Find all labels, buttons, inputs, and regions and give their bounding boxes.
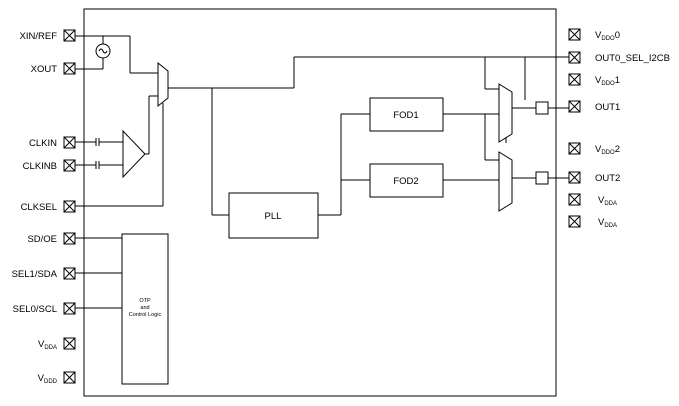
pin-box-sdoe: [63, 232, 76, 245]
pin-box-xout: [63, 62, 76, 75]
left-pin-boxes: [63, 29, 76, 384]
output-driver-1: [535, 101, 549, 115]
output-mux-2: [498, 151, 513, 212]
pin-label-vdda-left: VDDA: [38, 339, 57, 351]
pin-label-clkinb: CLKINB: [23, 161, 57, 172]
pin-label-sel1-sda: SEL1/SDA: [12, 269, 58, 280]
diff-amp-icon: [122, 129, 146, 179]
pin-box-xin: [63, 29, 76, 42]
chip-outline: [83, 8, 557, 397]
clock-input-buffer: [75, 95, 158, 179]
pin-label-vddo0: VDDO0: [595, 30, 620, 42]
fod1-label: FOD1: [393, 110, 418, 121]
pin-label-clksel: CLKSEL: [21, 202, 57, 213]
pin-box-vddd: [63, 371, 76, 384]
pin-box-out1: [568, 100, 581, 113]
pin-box-clkinb: [63, 159, 76, 172]
right-pin-boxes: [568, 28, 581, 228]
pin-label-vdda-right-a: VDDA: [598, 195, 617, 207]
pin-box-vdda-left: [63, 337, 76, 350]
otp-label-line2: and: [140, 305, 149, 311]
pin-box-vdda-right-b: [568, 215, 581, 228]
pin-label-clkin: CLKIN: [29, 138, 57, 149]
output-driver-2: [535, 171, 549, 185]
pin-label-vdda-right-b: VDDA: [598, 217, 617, 229]
pin-label-sel0-scl: SEL0/SCL: [13, 304, 57, 315]
pin-label-out0-sel-i2cb: OUT0_SEL_I2CB: [595, 53, 670, 64]
pin-label-vddd: VDDD: [38, 373, 58, 385]
crystal-circuit: [75, 35, 158, 74]
pin-box-vddo2: [568, 142, 581, 155]
pin-box-vddo0: [568, 28, 581, 41]
pin-label-vddo2: VDDO2: [595, 144, 620, 156]
pin-box-clkin: [63, 136, 76, 149]
input-mux: [157, 61, 169, 108]
pin-label-vddo1: VDDO1: [595, 75, 620, 87]
pin-label-out2: OUT2: [595, 173, 620, 184]
otp-label-line3: Control Logic: [129, 312, 162, 318]
pin-label-xin-ref: XIN/REF: [20, 31, 58, 42]
pin-box-out0-sel: [568, 51, 581, 64]
fod2-label: FOD2: [393, 176, 418, 187]
pll-label: PLL: [265, 211, 282, 222]
otp-label-line1: OTP: [139, 298, 151, 304]
pin-box-vdda-right-a: [568, 193, 581, 206]
pin-box-sel1: [63, 267, 76, 280]
pin-box-clksel: [63, 200, 76, 213]
pin-label-out1: OUT1: [595, 102, 620, 113]
pin-box-out2: [568, 171, 581, 184]
pin-label-sd-oe: SD/OE: [27, 234, 57, 245]
pin-box-sel0: [63, 302, 76, 315]
pin-box-vddo1: [568, 73, 581, 86]
pin-label-xout: XOUT: [31, 64, 58, 75]
otp-control-block: [121, 233, 169, 385]
output-mux-1: [498, 83, 513, 143]
